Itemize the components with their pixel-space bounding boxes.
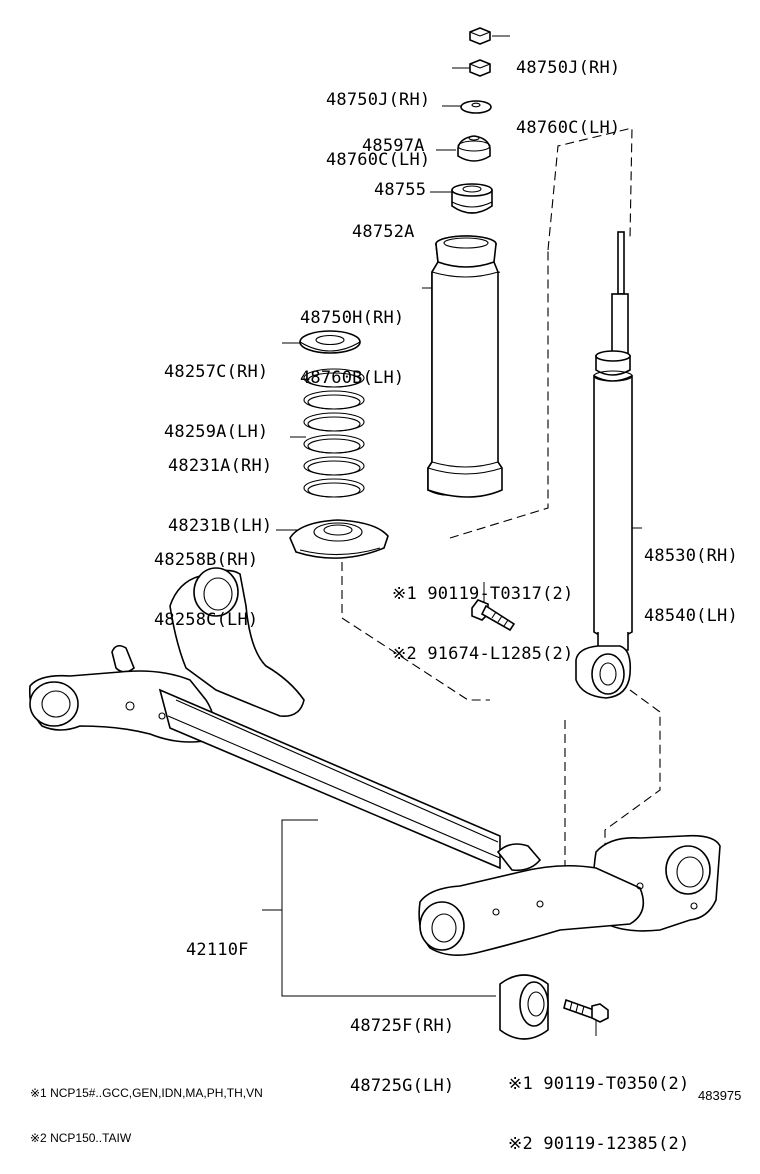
- nut-icon: [469, 27, 491, 77]
- leader-lines: [262, 35, 642, 1036]
- part-label-48530: 48530(RH) 48540(LH): [644, 546, 738, 626]
- lower-spring-seat-icon: [289, 519, 389, 559]
- rear-suspension-exploded-diagram: [28, 27, 721, 1040]
- part-label-48257c: 48257C(RH) 48259A(LH): [164, 362, 269, 442]
- part-label-48258b: 48258B(RH) 48258C(LH): [154, 550, 259, 630]
- footnote-1: ※1 NCP15#..GCC,GEN,IDN,MA,PH,TH,VN: [30, 1086, 263, 1100]
- part-label-48597a: 48597A: [362, 136, 425, 156]
- cushion-icon: [457, 135, 491, 162]
- part-label-90119-t0350: ※1 90119-T0350(2) ※2 90119-12385(2): [508, 1074, 690, 1154]
- coil-spring-icon: [303, 368, 365, 498]
- bushing-icon: [499, 974, 549, 1040]
- spring-seat-icon: [299, 330, 361, 354]
- part-label-48750j: 48750J(RH) 48760C(LH): [326, 90, 431, 170]
- part-label-48750j-top: 48750J(RH) 48760C(LH): [516, 58, 621, 138]
- part-label-90119-t0317: ※1 90119-T0317(2) ※2 91674-L1285(2): [392, 584, 574, 664]
- assembly-dashed-lines: [341, 127, 661, 868]
- bolt-icon: [563, 998, 609, 1023]
- reference-number: 483975: [698, 1088, 742, 1103]
- cushion-icon: [451, 183, 493, 214]
- part-label-48752a: 48752A: [352, 222, 415, 242]
- part-label-48725f: 48725F(RH) 48725G(LH): [350, 1016, 455, 1096]
- dust-boot-body: [427, 235, 503, 498]
- shock-absorber-icon: [575, 231, 633, 699]
- bolt-icon: [471, 599, 516, 632]
- part-label-48755: 48755: [374, 180, 427, 200]
- part-label-42110f: 42110F: [186, 940, 249, 960]
- axle-beam-icon: [28, 567, 721, 956]
- part-label-48750h: 48750H(RH) 48760B(LH): [300, 308, 405, 388]
- footnotes: ※1 NCP15#..GCC,GEN,IDN,MA,PH,TH,VN ※2 NC…: [30, 1056, 263, 1161]
- part-label-48231a: 48231A(RH) 48231B(LH): [168, 456, 273, 536]
- footnote-2: ※2 NCP150..TAIW: [30, 1131, 132, 1145]
- washer-icon: [460, 100, 492, 114]
